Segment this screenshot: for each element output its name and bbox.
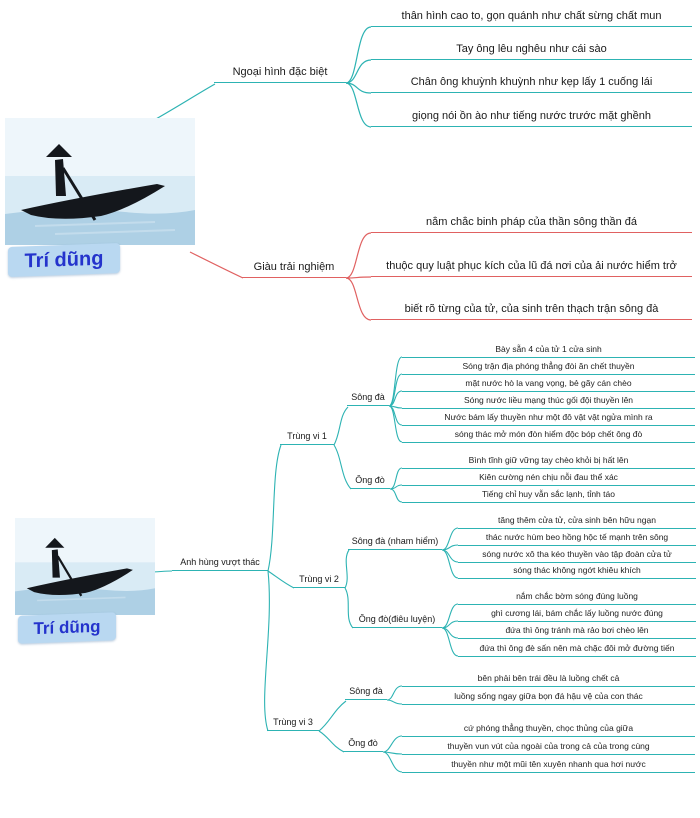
node-appearance[interactable]: Ngoại hình đặc biệt	[214, 66, 346, 83]
node-appearance-item-2[interactable]: Tay ông lêu nghêu như cái sào	[371, 43, 692, 60]
node-round-2-ferryman-item-3[interactable]: đứa thì ông tránh mà rảo bơi chèo lên	[458, 625, 696, 640]
node-round-1[interactable]: Trùng vi 1	[280, 431, 334, 446]
node-experience-item-1[interactable]: nắm chắc binh pháp của thần sông thần đá	[371, 216, 692, 233]
node-round-1-river-item-6[interactable]: sóng thác mở món đòn hiểm độc bóp chết ô…	[402, 429, 695, 444]
root-label-bottom[interactable]: Trí dũng	[18, 612, 116, 644]
node-appearance-item-3[interactable]: Chân ông khuỳnh khuỳnh như kẹp lấy 1 cuố…	[371, 76, 692, 93]
node-round-2-ferryman-item-1[interactable]: nắm chắc bờm sóng đúng luồng	[458, 591, 696, 606]
node-hero[interactable]: Anh hùng vượt thác	[172, 557, 268, 572]
node-round-2-river-item-4[interactable]: sóng thác không ngớt khiêu khích	[458, 565, 696, 580]
node-round-3[interactable]: Trùng vi 3	[267, 717, 319, 732]
node-experience-item-3[interactable]: biết rõ từng của tử, của sinh trên thạch…	[371, 303, 692, 320]
node-round-1-river-item-2[interactable]: Sóng trận địa phóng thẳng đòi ăn chết th…	[402, 361, 695, 376]
node-appearance-item-4[interactable]: giọng nói ồn ào như tiếng nước trước mặt…	[371, 110, 692, 127]
node-round-2[interactable]: Trùng vi 2	[293, 574, 345, 589]
node-round-3-river-item-2[interactable]: luồng sống ngay giữa bọn đá hậu vệ của c…	[402, 691, 695, 706]
root-image-top[interactable]	[5, 118, 195, 245]
node-round-2-ferryman-item-4[interactable]: đứa thì ông đè sấn nên mà chặc đôi mở đư…	[458, 643, 696, 658]
boat-silhouette-icon	[5, 118, 195, 245]
node-round-1-ferryman-item-3[interactable]: Tiếng chỉ huy vẫn sắc lạnh, tỉnh táo	[402, 489, 695, 504]
node-experience-item-2[interactable]: thuộc quy luật phục kích của lũ đá nơi c…	[371, 260, 692, 277]
node-round-3-river[interactable]: Sông đà	[345, 686, 387, 701]
node-appearance-item-1[interactable]: thân hình cao to, gọn quánh như chất sừn…	[371, 10, 692, 27]
node-round-3-ferryman-item-2[interactable]: thuyền vun vút của ngoài của trong cả củ…	[402, 741, 695, 756]
node-round-1-ferryman-item-1[interactable]: Bình tĩnh giữ vững tay chèo khỏi bị hất …	[402, 455, 695, 470]
root-label-top[interactable]: Trí dũng	[8, 243, 120, 277]
boat-silhouette-icon	[15, 518, 155, 615]
node-round-2-ferryman[interactable]: Ông đò(điêu luyện)	[352, 614, 442, 629]
node-round-1-river-item-4[interactable]: Sóng nước liều mạng thúc gối đội thuyền …	[402, 395, 695, 410]
node-round-1-river-item-1[interactable]: Bày sẵn 4 của tử 1 cửa sinh	[402, 344, 695, 359]
node-round-3-ferryman-item-3[interactable]: thuyền như một mũi tên xuyên nhanh qua h…	[402, 759, 695, 774]
node-round-2-river-item-2[interactable]: thác nước hùm beo hồng hộc tế mạnh trên …	[458, 532, 696, 547]
node-round-1-river-item-3[interactable]: mặt nước hò la vang vọng, bẻ gãy cán chè…	[402, 378, 695, 393]
node-experience[interactable]: Giàu trải nghiệm	[242, 261, 346, 278]
node-round-1-river-item-5[interactable]: Nước bám lấy thuyền như một đô vật vật n…	[402, 412, 695, 427]
node-round-1-ferryman[interactable]: Ông đò	[350, 475, 390, 490]
root-image-bottom[interactable]	[15, 518, 155, 615]
node-round-1-river[interactable]: Sông đà	[347, 392, 389, 407]
node-round-2-river-item-1[interactable]: tăng thêm cửa tử, cửa sinh bên hữu ngạn	[458, 515, 696, 530]
node-round-1-ferryman-item-2[interactable]: Kiên cường nén chịu nỗi đau thể xác	[402, 472, 695, 487]
node-round-2-river-item-3[interactable]: sóng nước xô tha kéo thuyền vào tập đoàn…	[458, 549, 696, 564]
node-round-2-ferryman-item-2[interactable]: ghì cương lái, bám chắc lấy luồng nước đ…	[458, 608, 696, 623]
node-round-3-river-item-1[interactable]: bên phải bên trái đều là luồng chết cả	[402, 673, 695, 688]
node-round-2-river[interactable]: Sông đà (nham hiểm)	[348, 536, 442, 551]
node-round-3-ferryman-item-1[interactable]: cứ phóng thẳng thuyền, chọc thủng của gi…	[402, 723, 695, 738]
node-round-3-ferryman[interactable]: Ông đò	[343, 738, 383, 753]
